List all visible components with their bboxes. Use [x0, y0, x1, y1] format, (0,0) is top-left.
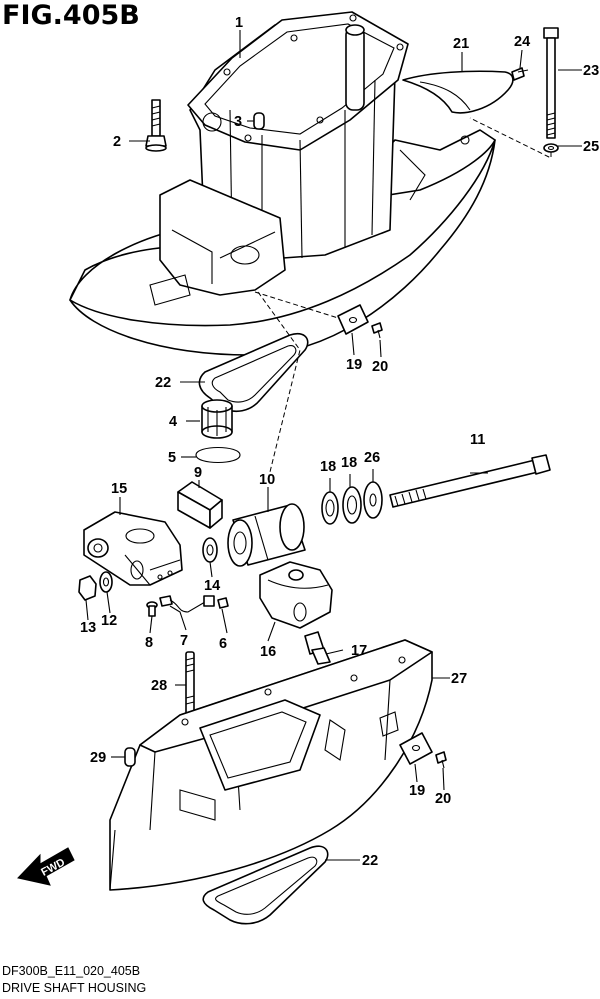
part-bolt-2 — [145, 99, 167, 152]
part-bushing-4 — [201, 399, 233, 439]
part-washer-14 — [202, 537, 218, 563]
callout-19b: 19 — [409, 783, 425, 799]
part-mount-16 — [259, 561, 333, 629]
part-lower-housing-27 — [109, 639, 433, 891]
part-dowel-3 — [253, 112, 265, 130]
figure-title: FIG.405B — [2, 0, 140, 31]
part-screw-24 — [511, 67, 529, 81]
figure-name: DRIVE SHAFT HOUSING — [2, 981, 147, 995]
part-screw-20-lower — [435, 751, 447, 769]
part-seal-22-upper — [198, 332, 309, 413]
callout-labels: 1 2 3 4 5 6 7 8 9 10 11 12 13 14 15 16 1… — [80, 15, 599, 869]
callout-7: 7 — [180, 633, 188, 649]
model-code: DF300B_E11_020_405B — [2, 964, 141, 978]
callout-11: 11 — [470, 432, 485, 448]
part-washer-25 — [543, 143, 559, 153]
part-stud-28 — [185, 651, 195, 715]
part-clip-5 — [195, 446, 241, 464]
guide-line-10 — [257, 291, 301, 481]
callout-21: 21 — [453, 36, 469, 52]
callout-26: 26 — [364, 450, 380, 466]
part-upper-housing — [69, 11, 496, 356]
guide-line-23 — [469, 117, 552, 159]
callout-12: 12 — [101, 613, 117, 629]
fwd-label: FWD — [39, 856, 67, 878]
callout-16: 16 — [260, 644, 276, 660]
part-mount-10 — [227, 503, 306, 567]
callout-24: 24 — [514, 34, 530, 50]
callout-20a: 20 — [372, 359, 388, 375]
callout-9: 9 — [194, 465, 202, 481]
callout-6: 6 — [219, 636, 227, 652]
callout-15: 15 — [111, 481, 127, 497]
callout-13: 13 — [80, 620, 96, 636]
callout-18b: 18 — [341, 455, 357, 471]
part-washer-26 — [363, 481, 383, 519]
part-nut-13 — [78, 575, 97, 601]
part-washer-18b — [342, 486, 362, 524]
fwd-direction-arrow: FWD — [17, 847, 75, 886]
part-rubber-9 — [177, 481, 223, 529]
callout-25: 25 — [583, 139, 599, 155]
callout-22b: 22 — [362, 853, 378, 869]
part-bolt-17 — [304, 631, 331, 665]
part-long-bolt-11 — [389, 454, 551, 508]
callout-18a: 18 — [320, 459, 336, 475]
callout-20b: 20 — [435, 791, 451, 807]
part-screw-6 — [217, 597, 229, 609]
part-screw-8 — [146, 601, 158, 617]
part-washer-12 — [99, 571, 113, 593]
callout-2: 2 — [113, 134, 121, 150]
callout-19a: 19 — [346, 357, 362, 373]
callout-28: 28 — [151, 678, 167, 694]
part-bracket-15 — [83, 511, 183, 586]
callout-3: 3 — [234, 114, 242, 130]
callout-27: 27 — [451, 671, 467, 687]
part-cover-21 — [402, 70, 514, 114]
part-mount-pad-19-upper — [337, 304, 369, 335]
part-ground-wire-7 — [159, 595, 215, 613]
callout-5: 5 — [168, 450, 176, 466]
part-long-bolt-23 — [543, 27, 559, 139]
part-mount-pad-19-lower — [399, 732, 433, 765]
callout-10: 10 — [259, 472, 275, 488]
callout-14: 14 — [204, 578, 220, 594]
callout-29: 29 — [90, 750, 106, 766]
part-washer-18a — [321, 491, 339, 525]
callout-1: 1 — [235, 15, 243, 31]
part-dowel-29 — [124, 747, 136, 767]
callout-22a: 22 — [155, 375, 171, 391]
guide-line-19 — [254, 291, 339, 319]
leader-lines — [85, 30, 582, 861]
callout-17: 17 — [351, 643, 367, 659]
part-screw-20-upper — [371, 322, 383, 339]
part-seal-22-lower — [202, 845, 329, 925]
callout-8: 8 — [145, 635, 153, 651]
callout-4: 4 — [169, 414, 177, 430]
callout-23: 23 — [583, 63, 599, 79]
